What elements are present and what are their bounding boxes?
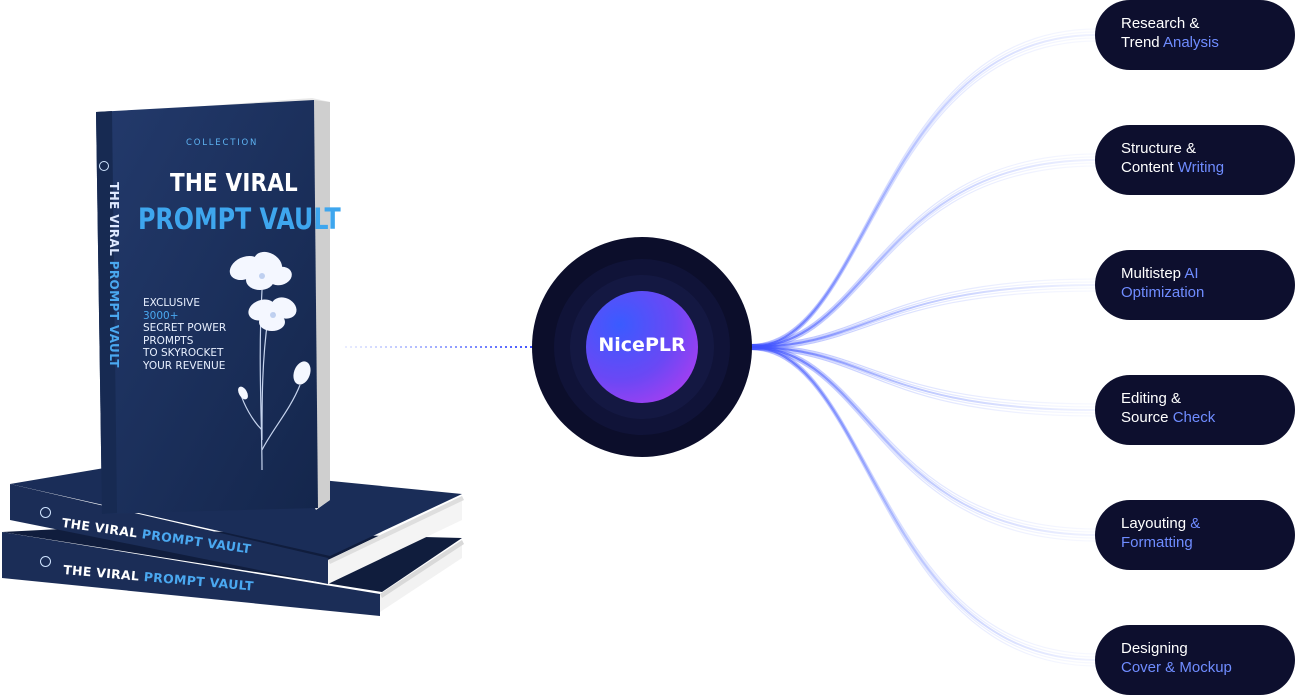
cover-blurb-line: PROMPTS — [143, 334, 194, 347]
connector-line-2 — [749, 153, 1098, 346]
connector-line-2 — [749, 159, 1098, 348]
step-research: Research & Trend Analysis — [1095, 0, 1295, 70]
step-line1-highlight: & — [1190, 515, 1201, 532]
step-line1: Research & — [1121, 15, 1200, 32]
book-front — [96, 98, 330, 514]
step-line2-highlight: Formatting — [1121, 534, 1193, 551]
step-line1-highlight: AI — [1184, 265, 1199, 282]
connector-line-5 — [749, 344, 1098, 530]
cover-blurb: EXCLUSIVE 3000+ SECRET POWER PROMPTS TO … — [143, 297, 253, 373]
cover-blurb-line: SECRET POWER — [143, 322, 227, 335]
step-line2: Trend — [1121, 34, 1163, 51]
connector-line-3 — [749, 281, 1098, 347]
hub — [532, 237, 752, 457]
spine-logo-icon — [40, 556, 51, 567]
connector-line-4 — [749, 345, 1098, 408]
step-line2: Content — [1121, 159, 1178, 176]
step-editing: Editing & Source Check — [1095, 375, 1295, 445]
connector-line-2 — [749, 165, 1098, 350]
step-line2-highlight: Optimization — [1121, 284, 1205, 301]
connector-line-5 — [749, 347, 1098, 539]
connector-line-4 — [749, 348, 1098, 417]
step-optimization: Multistep AI Optimization — [1095, 250, 1295, 320]
connector-line-1 — [749, 40, 1098, 350]
connector-line-3 — [749, 284, 1098, 348]
front-book-spine-title: THE VIRAL PROMPT VAULT — [107, 182, 121, 368]
connector-line-3 — [749, 290, 1098, 350]
connector-line-6 — [749, 348, 1098, 667]
step-line1: Editing & — [1121, 390, 1182, 407]
hub-label: NicePLR — [598, 334, 686, 356]
cover-collection-label: COLLECTION — [186, 138, 259, 148]
connector-line-4 — [749, 344, 1098, 405]
cover-title-line1: THE VIRAL — [170, 168, 298, 197]
spine-logo-icon — [40, 507, 51, 518]
step-line2-highlight: Writing — [1177, 159, 1225, 176]
cover-blurb-count: 3000+ — [143, 309, 179, 322]
step-line2-highlight: Cover & Mockup — [1121, 659, 1232, 676]
connector-line-5 — [749, 346, 1098, 536]
cover-blurb-line: YOUR REVENUE — [143, 359, 226, 372]
connector-line-1 — [749, 34, 1098, 348]
front-spine-logo-icon — [99, 161, 109, 171]
step-line2-highlight: Check — [1172, 409, 1216, 426]
connector-line-5 — [749, 348, 1098, 542]
connector-line-1 — [749, 31, 1098, 347]
step-line2-highlight: Analysis — [1162, 34, 1219, 51]
cover-title-line2: PROMPT VAULT — [138, 202, 341, 236]
step-designing: Designing Cover & Mockup — [1095, 625, 1295, 695]
connector-line-6 — [749, 347, 1098, 664]
cover-blurb-line: EXCLUSIVE — [143, 297, 200, 309]
step-line1: Designing — [1121, 640, 1188, 657]
step-structure: Structure & Content Writing — [1095, 125, 1295, 195]
step-layouting: Layouting & Formatting — [1095, 500, 1295, 570]
step-line1: Layouting — [1121, 515, 1191, 532]
step-line1: Multistep — [1121, 265, 1185, 282]
connector-line-1 — [749, 37, 1098, 349]
connector-line-3 — [749, 287, 1098, 349]
step-line1: Structure & — [1121, 140, 1197, 157]
connector-line-5 — [749, 345, 1098, 533]
connector-line-2 — [749, 156, 1098, 347]
connector-line-6 — [749, 344, 1098, 655]
connector-line-4 — [749, 346, 1098, 411]
cover-blurb-line: TO SKYROCKET — [143, 347, 224, 360]
hub-to-steps-connectors — [749, 28, 1098, 667]
connector-line-1 — [749, 28, 1098, 346]
step-line2: Source — [1121, 409, 1173, 426]
connector-line-4 — [749, 347, 1098, 414]
connector-line-3 — [749, 278, 1098, 346]
connector-line-2 — [749, 162, 1098, 349]
connector-line-6 — [749, 346, 1098, 661]
